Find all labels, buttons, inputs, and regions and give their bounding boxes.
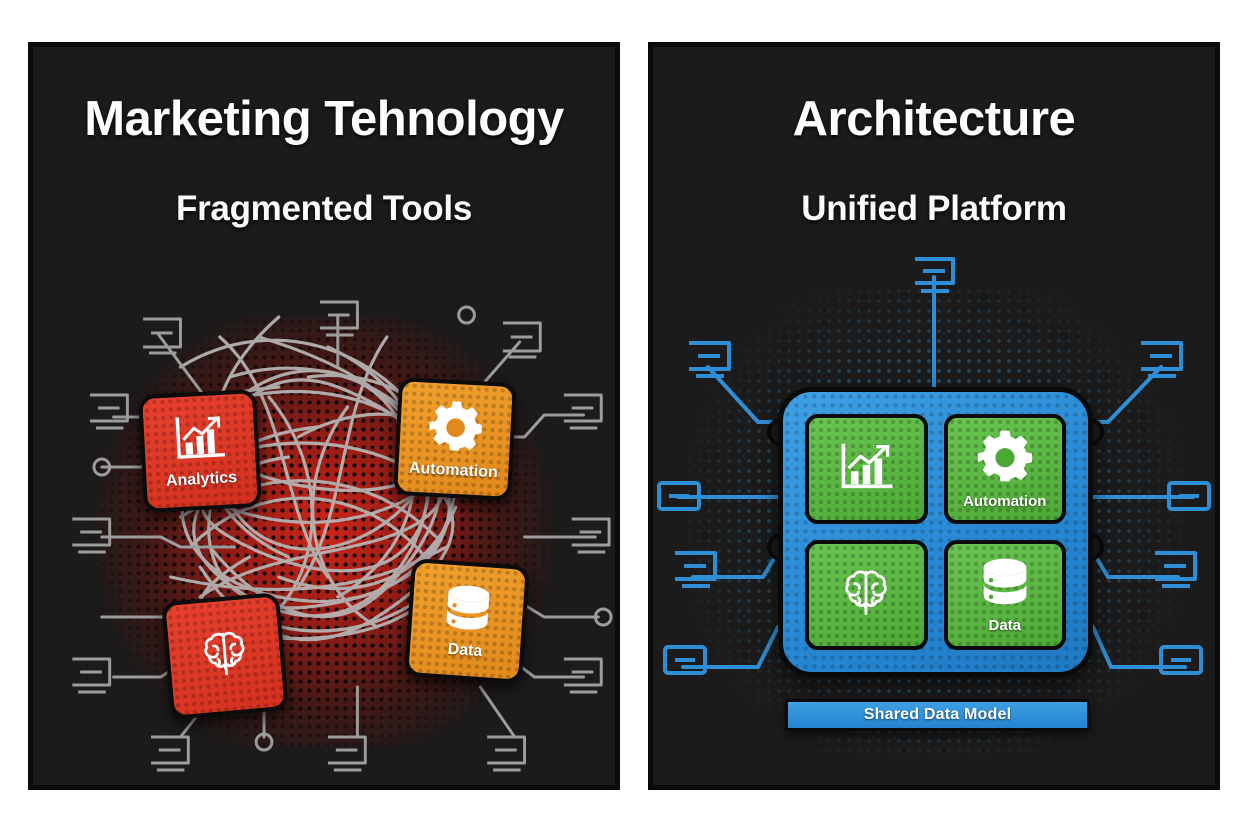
connector-node-icon bbox=[563, 393, 603, 430]
tool-card-automation[interactable]: Automation bbox=[392, 376, 518, 502]
connector-node-icon bbox=[563, 657, 603, 694]
left-panel-subtitle: Fragmented Tools bbox=[176, 189, 472, 228]
platform-module-analytics[interactable] bbox=[805, 414, 928, 524]
left-panel-title: Marketing Tehnology bbox=[84, 92, 564, 146]
connector-node-icon bbox=[90, 393, 129, 430]
connector-node-icon bbox=[663, 645, 707, 675]
shared-data-model-label: Shared Data Model bbox=[863, 706, 1012, 723]
unified-platform-container[interactable]: Automation bbox=[778, 387, 1093, 677]
connector-node-icon bbox=[675, 551, 717, 588]
platform-module-automation[interactable]: Automation bbox=[943, 414, 1066, 524]
shared-data-model-bar[interactable]: Shared Data Model bbox=[785, 699, 1090, 731]
platform-module-grid: Automation bbox=[805, 414, 1066, 650]
platform-module-data[interactable]: Data bbox=[943, 540, 1066, 650]
connector-node-icon bbox=[1167, 481, 1211, 511]
tool-card-data[interactable]: Data bbox=[404, 558, 530, 684]
brain-icon bbox=[193, 622, 256, 690]
connector-node-icon bbox=[327, 735, 367, 772]
connector-node-icon bbox=[571, 517, 611, 554]
tool-card-label: Analytics bbox=[165, 468, 238, 490]
bar-chart-growth-icon bbox=[171, 412, 228, 468]
tool-card-intelligence[interactable] bbox=[161, 592, 289, 720]
connector-node-icon bbox=[487, 735, 527, 772]
gear-icon bbox=[427, 397, 484, 459]
connector-node-icon bbox=[657, 481, 701, 511]
peripheral-connector-wires bbox=[72, 300, 613, 772]
panel-fragmented-tools: Marketing Tehnology Fragmented Tools bbox=[28, 42, 620, 790]
platform-module-intelligence[interactable] bbox=[805, 540, 928, 650]
connector-node-icon bbox=[72, 657, 112, 694]
unified-diagram-stage: Automation bbox=[653, 247, 1215, 785]
connector-node-icon bbox=[320, 300, 359, 337]
tool-card-label: Data bbox=[447, 640, 483, 660]
connector-node-icon bbox=[915, 257, 955, 293]
platform-module-label: Automation bbox=[963, 493, 1047, 510]
connector-node-icon bbox=[1159, 645, 1203, 675]
brain-icon bbox=[836, 563, 896, 628]
connector-node-icon bbox=[1155, 551, 1197, 588]
platform-module-label: Data bbox=[988, 617, 1021, 634]
database-icon bbox=[439, 581, 497, 640]
connector-node-icon bbox=[72, 517, 112, 554]
connector-node-icon bbox=[150, 735, 190, 772]
panel-unified-platform: Architecture Unified Platform bbox=[648, 42, 1220, 790]
fragmented-diagram-stage: Analytics Automation bbox=[33, 247, 615, 785]
gear-icon bbox=[977, 428, 1033, 489]
database-icon bbox=[977, 556, 1033, 613]
connector-node-icon bbox=[143, 317, 182, 355]
right-panel-title: Architecture bbox=[792, 92, 1076, 146]
connector-node-icon bbox=[689, 341, 731, 378]
tool-card-label: Automation bbox=[408, 459, 499, 481]
tool-card-analytics[interactable]: Analytics bbox=[137, 388, 263, 514]
connector-node-icon bbox=[1141, 341, 1183, 378]
bar-chart-growth-icon bbox=[837, 441, 895, 498]
right-panel-subtitle: Unified Platform bbox=[801, 189, 1067, 228]
connector-node-icon bbox=[502, 321, 542, 359]
